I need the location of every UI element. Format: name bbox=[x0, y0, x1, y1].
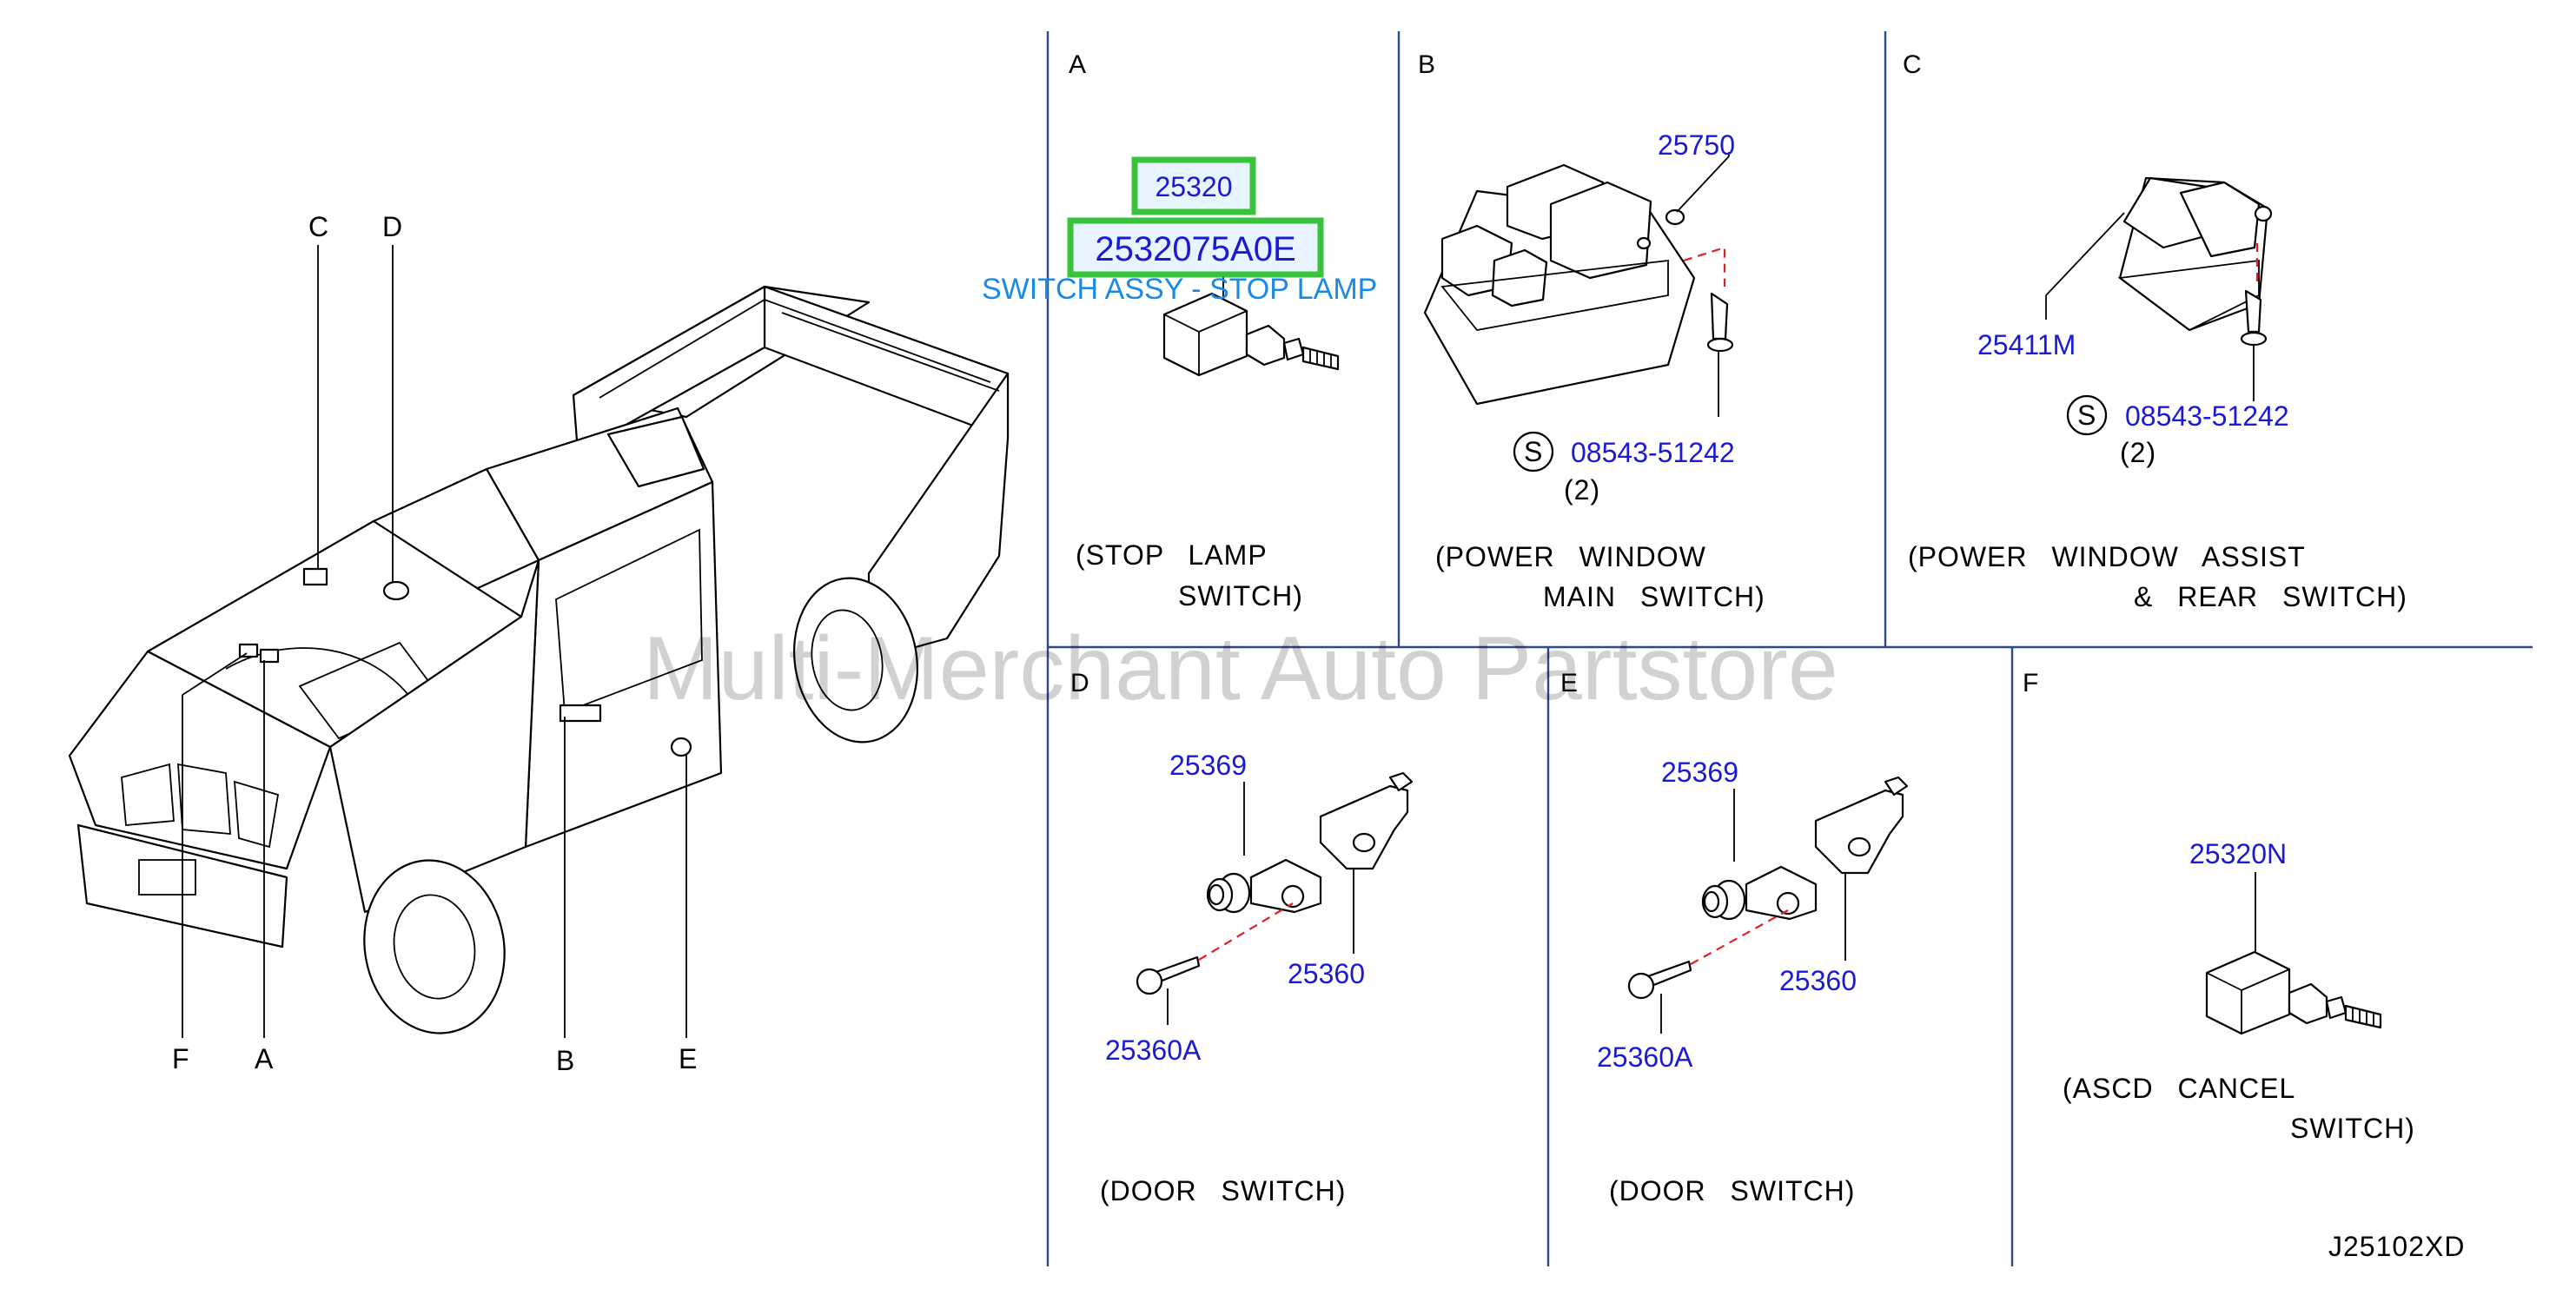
screw-qty-b: (2) bbox=[1564, 474, 1600, 506]
part-number-08543-51242-b[interactable]: 08543-51242 bbox=[1571, 437, 1735, 468]
part-description: SWITCH ASSY - STOP LAMP bbox=[982, 273, 1377, 306]
highlight-part-2532075A0E[interactable]: 2532075A0E bbox=[1067, 217, 1324, 278]
screw-symbol-c: S bbox=[2077, 400, 2096, 431]
section-c-caption-1: (POWER WINDOW ASSIST bbox=[1908, 541, 2306, 572]
part-number-25369-d[interactable]: 25369 bbox=[1169, 750, 1247, 781]
section-f-caption-2: SWITCH) bbox=[2290, 1113, 2415, 1144]
part-number-25360-d[interactable]: 25360 bbox=[1288, 958, 1365, 989]
part-number-08543-51242-c[interactable]: 08543-51242 bbox=[2125, 400, 2289, 432]
callout-a: A bbox=[255, 1043, 274, 1074]
section-d-caption: (DOOR SWITCH) bbox=[1100, 1175, 1346, 1206]
section-a-caption-1: (STOP LAMP bbox=[1076, 539, 1268, 571]
pickup-truck-illustration bbox=[68, 245, 1010, 1038]
diagram-code: J25102XD bbox=[2328, 1231, 2465, 1262]
door-switch-part-e bbox=[1627, 776, 1909, 1034]
callout-e: E bbox=[679, 1043, 697, 1074]
section-f-letter: F bbox=[2023, 669, 2038, 697]
power-window-assist-switch-part bbox=[2045, 176, 2273, 436]
part-number-25320N[interactable]: 25320N bbox=[2189, 838, 2287, 869]
svg-text:2532075A0E: 2532075A0E bbox=[1095, 230, 1295, 268]
section-b-letter: B bbox=[1418, 50, 1435, 79]
highlight-part-25320[interactable]: 25320 bbox=[1131, 156, 1256, 215]
callout-d: D bbox=[382, 211, 402, 242]
door-switch-part-d bbox=[1136, 771, 1414, 1025]
section-f-caption-1: (ASCD CANCEL bbox=[2063, 1073, 2295, 1104]
callout-b: B bbox=[556, 1045, 574, 1076]
callout-c: C bbox=[308, 211, 328, 242]
section-d-letter: D bbox=[1070, 669, 1089, 697]
section-a-letter: A bbox=[1069, 50, 1086, 79]
section-a-caption-2: SWITCH) bbox=[1178, 580, 1303, 611]
screw-symbol-b: S bbox=[1524, 436, 1542, 467]
part-number-25360A-d[interactable]: 25360A bbox=[1105, 1035, 1202, 1066]
stop-lamp-switch-part bbox=[1162, 235, 1340, 377]
part-number-25750[interactable]: 25750 bbox=[1658, 129, 1735, 161]
section-c-caption-2: & REAR SWITCH) bbox=[2134, 581, 2407, 612]
part-number-25360-e[interactable]: 25360 bbox=[1779, 965, 1857, 996]
screw-qty-c: (2) bbox=[2120, 437, 2156, 468]
section-e-caption: (DOOR SWITCH) bbox=[1609, 1175, 1855, 1206]
section-e-letter: E bbox=[1560, 669, 1578, 697]
watermark: Multi-Merchant Auto Partstore bbox=[643, 618, 1838, 719]
panel-grid bbox=[1046, 31, 2533, 1266]
part-number-25369-e[interactable]: 25369 bbox=[1661, 757, 1738, 788]
callout-f: F bbox=[172, 1043, 189, 1074]
part-number-25360A-e[interactable]: 25360A bbox=[1597, 1041, 1693, 1073]
part-number-25411M[interactable]: 25411M bbox=[1977, 329, 2076, 360]
section-c-letter: C bbox=[1903, 50, 1922, 79]
power-window-main-switch-part bbox=[1423, 152, 1734, 473]
section-b-caption-1: (POWER WINDOW bbox=[1435, 541, 1706, 572]
svg-text:25320: 25320 bbox=[1156, 171, 1233, 202]
section-b-caption-2: MAIN SWITCH) bbox=[1543, 581, 1765, 612]
ascd-cancel-switch-part bbox=[2205, 872, 2382, 1035]
